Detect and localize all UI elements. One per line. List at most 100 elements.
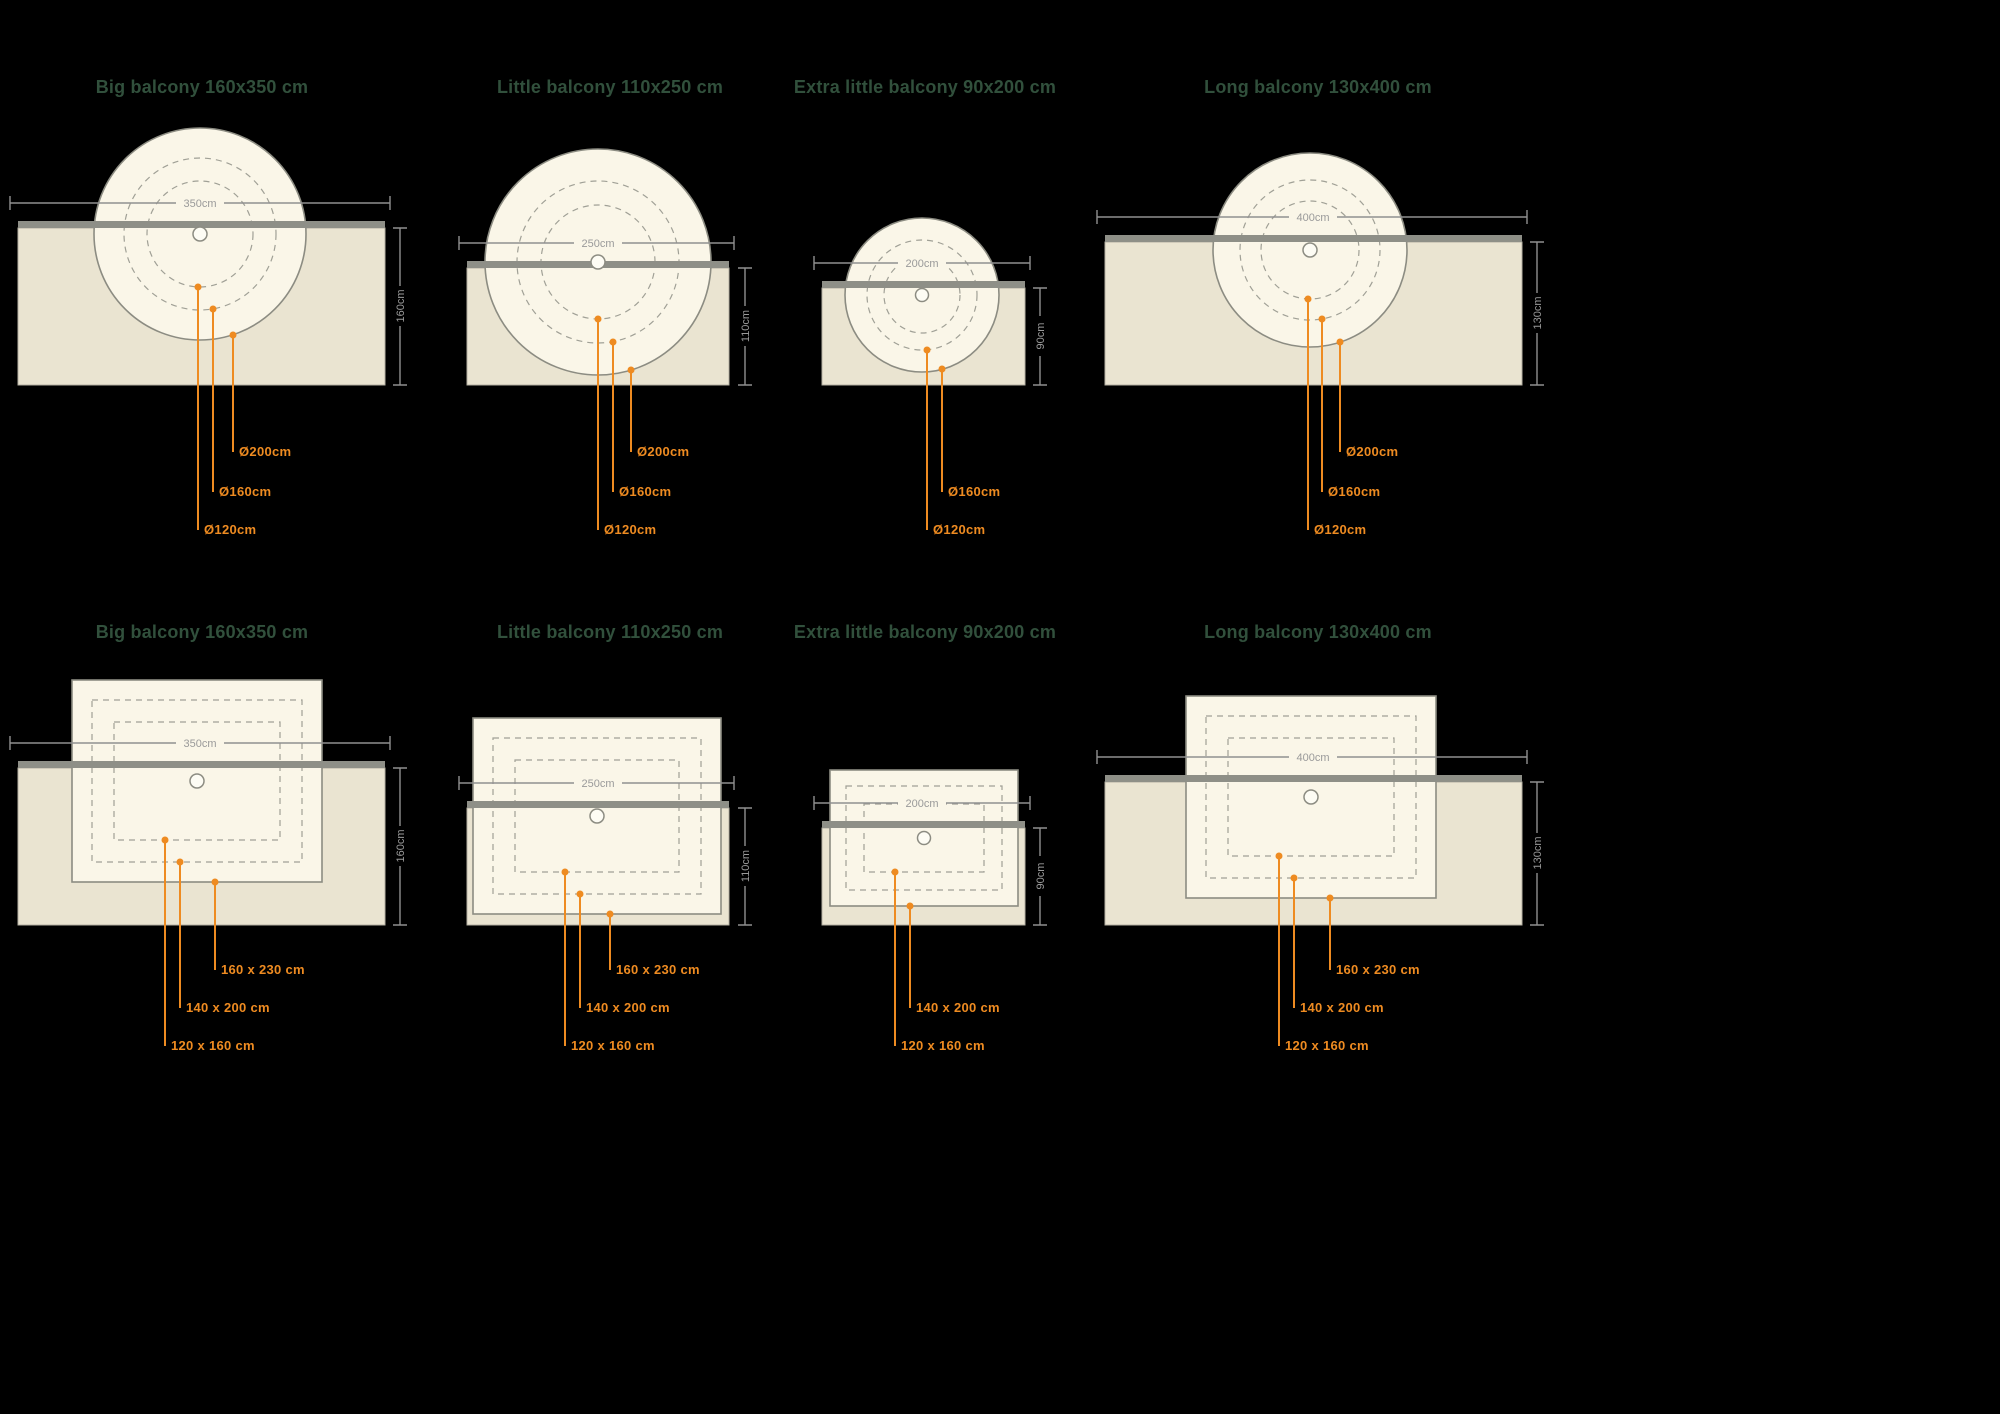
size-callouts: Ø200cm Ø160cm Ø120cm (194, 283, 291, 537)
leader-dot (1336, 338, 1344, 346)
pole-hole (192, 226, 208, 242)
pole-hole (1302, 242, 1318, 258)
size-label: Ø200cm (1346, 444, 1398, 459)
dashed-size-circle (866, 239, 978, 351)
depth-dimension-label: 130cm (1532, 836, 1544, 869)
size-label: Ø160cm (619, 484, 671, 499)
depth-dimension-label: 160cm (395, 829, 407, 862)
pole-hole (590, 254, 606, 270)
depth-label-backdrop (1530, 293, 1544, 333)
width-label-backdrop (574, 776, 622, 790)
dashed-size-rect (1205, 715, 1417, 879)
size-callouts: 160 x 230 cm 140 x 200 cm 120 x 160 cm (1275, 852, 1420, 1053)
depth-label-backdrop (1033, 856, 1047, 896)
dashed-size-rect (1227, 737, 1395, 857)
balcony-railing (822, 281, 1025, 288)
width-label-backdrop (898, 256, 946, 270)
width-dimension-label: 200cm (905, 798, 938, 810)
leader-dot (211, 878, 219, 886)
size-callouts: Ø200cm Ø160cm Ø120cm (594, 315, 689, 537)
width-label-backdrop (176, 736, 224, 750)
width-label-backdrop (1289, 750, 1337, 764)
dashed-size-circle (1239, 179, 1381, 321)
size-label: 160 x 230 cm (1336, 962, 1420, 977)
leader-dot (891, 868, 899, 876)
balcony-railing (18, 761, 385, 768)
size-label: 160 x 230 cm (221, 962, 305, 977)
size-label: 160 x 230 cm (616, 962, 700, 977)
size-label: Ø120cm (204, 522, 256, 537)
size-label: Ø120cm (604, 522, 656, 537)
panel-round-little-balcony: Little balcony 110x250 cm 250cm 110cm Ø2… (458, 77, 752, 537)
size-label: 120 x 160 cm (901, 1038, 985, 1053)
leader-dot (176, 858, 184, 866)
size-label: Ø120cm (933, 522, 985, 537)
panel-title: Long balcony 130x400 cm (1204, 622, 1432, 642)
size-label: Ø160cm (219, 484, 271, 499)
panel-title: Big balcony 160x350 cm (96, 622, 309, 642)
width-dimension-label: 350cm (183, 198, 216, 210)
width-dimension-label: 250cm (581, 778, 614, 790)
leader-dot (1304, 295, 1312, 303)
size-callouts: Ø200cm Ø160cm Ø120cm (1304, 295, 1398, 537)
depth-label-backdrop (1033, 316, 1047, 356)
panel-round-extra-little-balcony: Extra little balcony 90x200 cm 200cm 90c… (794, 77, 1056, 537)
depth-label-backdrop (393, 826, 407, 866)
pole-hole (914, 287, 930, 303)
leader-dot (229, 331, 237, 339)
depth-dimension-label: 110cm (740, 310, 752, 342)
size-label: Ø200cm (637, 444, 689, 459)
leader-dot (561, 868, 569, 876)
width-label-backdrop (176, 196, 224, 210)
size-label: 140 x 200 cm (186, 1000, 270, 1015)
depth-dimension-label: 130cm (1532, 296, 1544, 329)
leader-dot (627, 366, 635, 374)
panel-round-big-balcony: Big balcony 160x350 cm 350cm 160cm Ø200c… (9, 77, 407, 537)
panel-rect-long-balcony: Long balcony 130x400 cm 400cm 130cm 160 … (1096, 622, 1544, 1053)
width-dimension-label: 400cm (1296, 212, 1329, 224)
size-label: Ø120cm (1314, 522, 1366, 537)
depth-label-backdrop (738, 306, 752, 346)
width-label-backdrop (898, 796, 946, 810)
leader-dot (609, 338, 617, 346)
leader-dot (906, 902, 914, 910)
panel-title: Extra little balcony 90x200 cm (794, 77, 1056, 97)
panel-title: Long balcony 130x400 cm (1204, 77, 1432, 97)
panel-title: Little balcony 110x250 cm (497, 77, 723, 97)
panel-rect-little-balcony: Little balcony 110x250 cm 250cm 110cm 16… (458, 622, 752, 1053)
pole-hole (916, 830, 932, 846)
size-callouts: 160 x 230 cm 140 x 200 cm 120 x 160 cm (161, 836, 305, 1053)
depth-label-backdrop (738, 846, 752, 886)
leader-dot (938, 365, 946, 373)
dashed-size-rect (492, 737, 702, 895)
balcony-railing (467, 801, 729, 808)
size-callouts: 140 x 200 cm 120 x 160 cm (891, 868, 1000, 1053)
size-callouts: 160 x 230 cm 140 x 200 cm 120 x 160 cm (561, 868, 700, 1053)
width-dimension-label: 250cm (581, 238, 614, 250)
balcony-railing (822, 821, 1025, 828)
size-label: Ø160cm (948, 484, 1000, 499)
dashed-size-circle (1260, 200, 1360, 300)
size-label: Ø200cm (239, 444, 291, 459)
panel-rect-extra-little-balcony: Extra little balcony 90x200 cm 200cm 90c… (794, 622, 1056, 1053)
depth-dimension-label: 90cm (1035, 323, 1047, 350)
dashed-size-rect (113, 721, 281, 841)
size-label: 120 x 160 cm (171, 1038, 255, 1053)
leader-dot (594, 315, 602, 323)
width-dimension-label: 350cm (183, 738, 216, 750)
leader-dot (1318, 315, 1326, 323)
width-label-backdrop (1289, 210, 1337, 224)
width-label-backdrop (574, 236, 622, 250)
pole-hole (1303, 789, 1319, 805)
panel-title: Extra little balcony 90x200 cm (794, 622, 1056, 642)
depth-label-backdrop (1530, 833, 1544, 873)
leader-dot (209, 305, 217, 313)
leader-dot (1275, 852, 1283, 860)
panel-title: Little balcony 110x250 cm (497, 622, 723, 642)
depth-dimension-label: 90cm (1035, 863, 1047, 890)
balcony-railing (1105, 775, 1522, 782)
size-label: Ø160cm (1328, 484, 1380, 499)
width-dimension-label: 400cm (1296, 752, 1329, 764)
dashed-size-rect (91, 699, 303, 863)
